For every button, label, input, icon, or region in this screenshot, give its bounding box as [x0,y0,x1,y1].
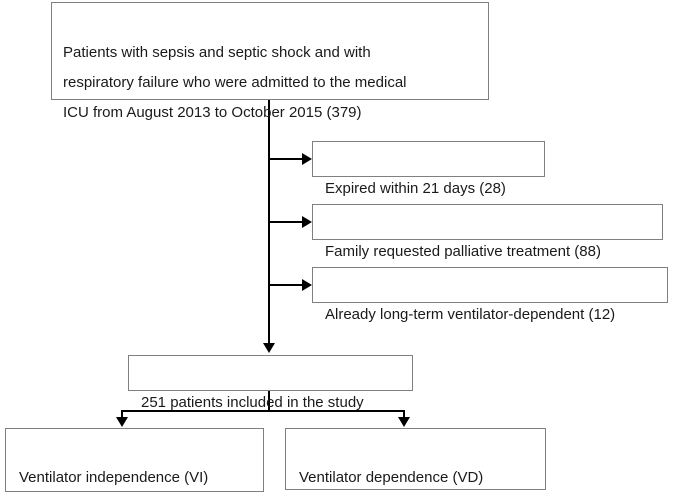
included-population-box: 251 patients included in the study [128,355,413,411]
split-left-arrowhead [116,417,128,427]
outcome-label-vi: Ventilator independence (VI) [19,469,209,486]
exclusion-label-ventilator-dependent: Already long-term ventilator-dependent (… [325,306,616,323]
branch-arrowhead-2 [302,216,312,228]
exclusion-box-expired: Expired within 21 days (28) [312,141,545,197]
split-right-arrowhead [398,417,410,427]
branch-arrowhead-3 [302,279,312,291]
branch-line-3 [268,284,303,286]
outcome-box-ventilator-independence: Ventilator independence (VI) 179 patient… [5,428,264,492]
split-left-drop-line [121,410,123,418]
branch-arrowhead-1 [302,153,312,165]
exclusion-box-ventilator-dependent: Already long-term ventilator-dependent (… [312,267,668,323]
exclusion-box-palliative: Family requested palliative treatment (8… [312,204,663,260]
exclusion-label-palliative: Family requested palliative treatment (8… [325,243,601,260]
split-horizontal-line [121,410,405,412]
outcome-box-ventilator-dependence: Ventilator dependence (VD) 72 patients [285,428,546,490]
branch-line-1 [268,158,303,160]
trunk-arrowhead-down [263,343,275,353]
split-right-drop-line [403,410,405,418]
split-stem-line [268,391,270,411]
branch-line-2 [268,221,303,223]
enrolled-population-box: Patients with sepsis and septic shock an… [51,2,489,121]
outcome-label-vd: Ventilator dependence (VD) [299,469,484,486]
enrolled-population-text: Patients with sepsis and septic shock an… [63,44,407,121]
included-population-text: 251 patients included in the study [141,394,364,411]
exclusion-label-expired: Expired within 21 days (28) [325,180,506,197]
